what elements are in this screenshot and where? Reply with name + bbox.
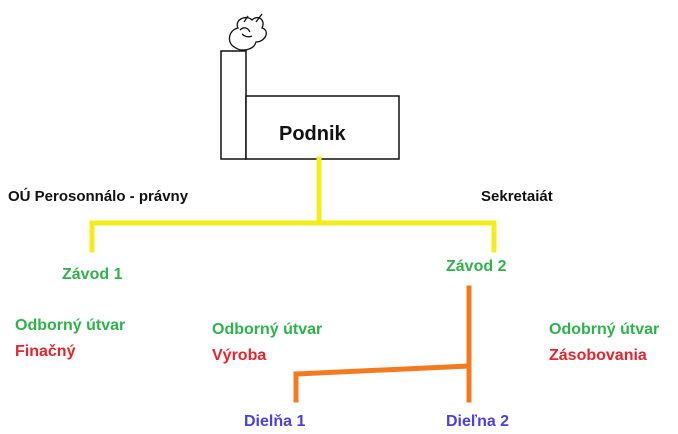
unit-3-title: Odobrný útvar [549,321,660,338]
workshop-1-label: Dielňa 1 [244,413,306,430]
plant-2-label: Závod 2 [446,258,507,275]
unit-3-name: Zásobovania [549,347,647,364]
plant-1-label: Závod 1 [62,266,123,283]
yellow-connectors [89,156,497,253]
staff-left-label: OÚ Perosonnálo - právny [8,188,189,205]
unit-1-title: Odborný útvar [15,317,126,334]
unit-1-name: Finačný [15,343,76,360]
staff-right-label: Sekretaiát [481,188,553,205]
root-label: Podnik [279,123,346,145]
smoke-icon [228,13,267,51]
unit-2-title: Odborný útvar [212,321,323,338]
factory-building [245,95,400,160]
orange-connectors [293,285,472,403]
workshops-bus-line [293,363,472,377]
unit-2-name: Výroba [212,347,267,364]
workshop-2-label: Dieľna 2 [446,413,510,430]
factory-chimney [220,50,247,160]
